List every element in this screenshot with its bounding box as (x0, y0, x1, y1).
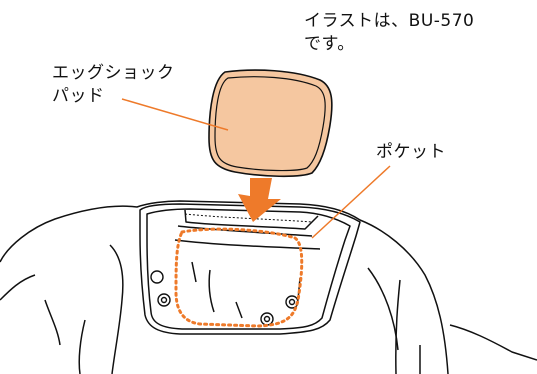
pocket-leader-line (311, 165, 391, 239)
pocket-label: ポケット (376, 142, 446, 162)
egg-shock-pad (208, 69, 333, 178)
insert-arrow-icon (238, 178, 281, 222)
note-line-2: です。 (304, 34, 355, 54)
egg-label-line-1: エッグショック (52, 63, 175, 83)
headrest-panel (139, 203, 361, 335)
pad-position-outline (174, 227, 304, 328)
pocket-dotted-seam (184, 213, 313, 223)
egg-label-line-2: パッド (52, 86, 105, 106)
note-line-1: イラストは、BU-570 (304, 11, 475, 31)
seat-back-outline (0, 200, 537, 374)
snap-fasteners (150, 270, 299, 326)
illustration-model-note: イラストは、BU-570 です。 (304, 10, 474, 56)
egg-shock-pad-label: エッグショック パッド (52, 62, 175, 108)
egg-pad-leader-line (121, 98, 229, 131)
